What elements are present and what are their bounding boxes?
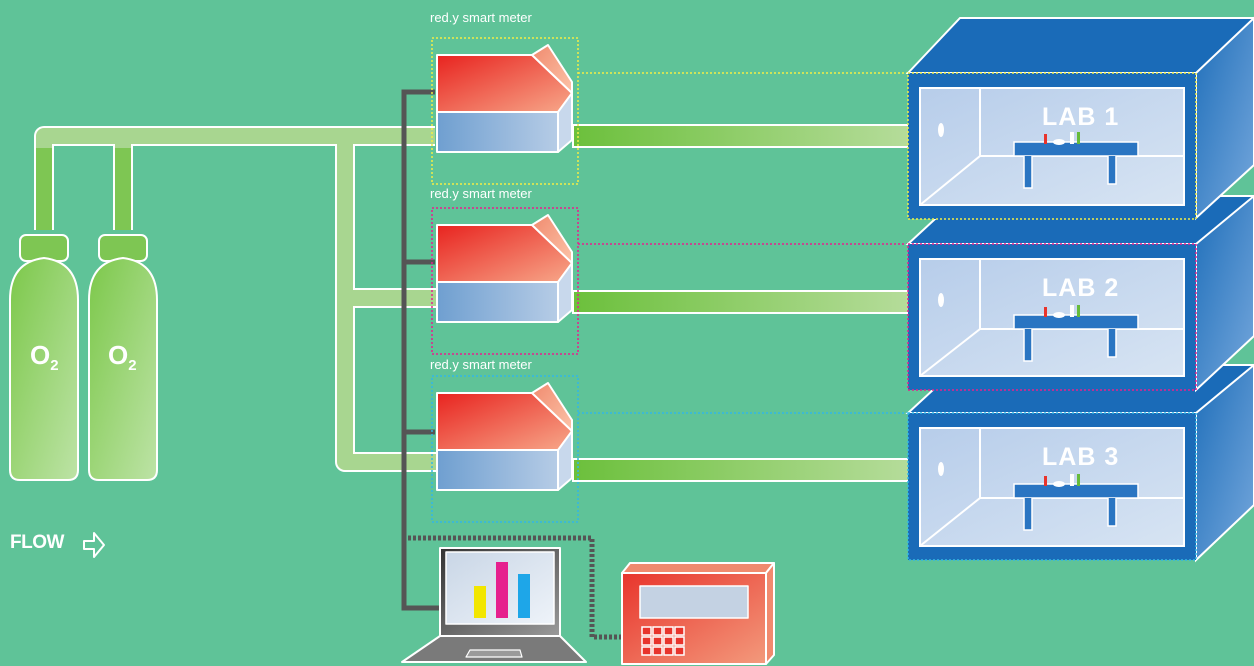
laptop-bar-chart xyxy=(474,562,530,618)
lab-room-icon xyxy=(905,16,1254,221)
cylinder-label: O2 xyxy=(108,340,137,374)
meter-label: red.y smart meter xyxy=(430,357,532,372)
cylinder-label: O2 xyxy=(30,340,59,374)
output-pipes xyxy=(572,124,910,482)
meter-label: red.y smart meter xyxy=(430,10,532,25)
laptop-icon xyxy=(401,547,587,663)
pipe-network xyxy=(34,126,438,472)
data-cable xyxy=(401,89,445,611)
flow-arrow-icon xyxy=(83,532,105,558)
smart-meter-icon xyxy=(436,382,573,491)
lab-label: LAB 3 xyxy=(1042,443,1120,471)
lab-label: LAB 2 xyxy=(1042,274,1120,302)
meter-lab-connectors xyxy=(431,37,908,523)
gas-cylinder-icon xyxy=(88,234,158,481)
flow-label: FLOW xyxy=(10,532,64,553)
smart-meter-icon xyxy=(436,44,573,153)
gas-cylinder-icon xyxy=(9,234,79,481)
control-unit-keypad xyxy=(641,626,685,656)
meter-label: red.y smart meter xyxy=(430,186,532,201)
smart-meter-icon xyxy=(436,214,573,323)
lab-label: LAB 1 xyxy=(1042,103,1120,131)
data-cable-dashed xyxy=(408,535,622,640)
